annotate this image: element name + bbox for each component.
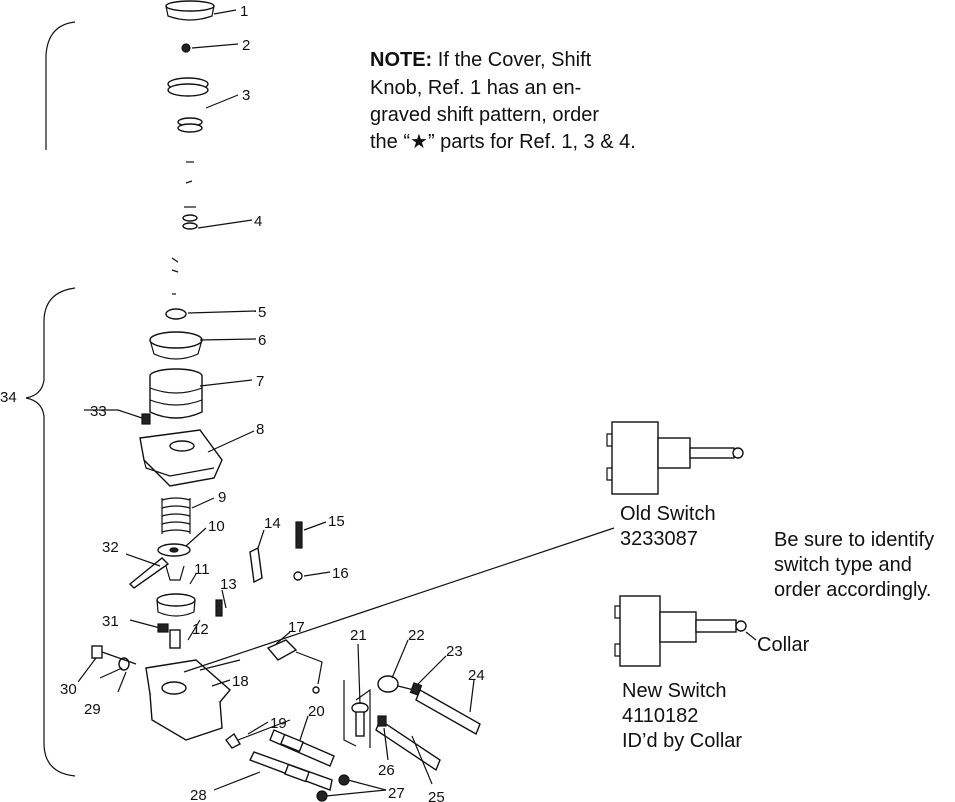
part-15-spring	[295, 521, 303, 549]
callout-2: 2	[242, 37, 250, 54]
callout-32: 32	[102, 539, 119, 556]
callout-20: 20	[308, 703, 325, 720]
callout-16: 16	[332, 565, 349, 582]
part-31-screw	[129, 619, 169, 633]
callout-22: 22	[408, 627, 425, 644]
old-switch-name: Old Switch	[620, 503, 716, 525]
top-bracket	[45, 21, 76, 150]
advice-line-3: order accordingly.	[774, 579, 931, 601]
callout-33: 33	[90, 403, 107, 420]
part-5-oring	[165, 293, 187, 320]
part-9-spring	[161, 497, 191, 534]
part-14-pin	[249, 546, 263, 584]
callout-26: 26	[378, 762, 395, 779]
callout-4: 4	[254, 213, 262, 230]
part-6-boot-ring	[149, 331, 203, 360]
part-10-spring-seat	[157, 543, 191, 557]
part-24-cable	[415, 688, 481, 736]
callout-8: 8	[256, 421, 264, 438]
part-28-cable	[249, 751, 333, 791]
new-switch-collar-id: ID’d by Collar	[622, 730, 742, 752]
part-26-nut	[377, 715, 387, 727]
part-21-stud	[343, 680, 371, 748]
callout-3: 3	[242, 87, 250, 104]
part-2-screw	[181, 43, 191, 53]
part-33-screw	[117, 409, 151, 425]
callout-7: 7	[256, 373, 264, 390]
part-16-ball	[293, 571, 303, 581]
note-line-1: NOTE: If the Cover, Shift	[370, 49, 592, 71]
callout-21: 21	[350, 627, 367, 644]
part-12-pin	[169, 629, 181, 649]
part-30-bolt	[91, 645, 137, 665]
callout-13: 13	[220, 576, 237, 593]
callout-10: 10	[208, 518, 225, 535]
note-line-2: Knob, Ref. 1 has an en-	[370, 77, 581, 99]
callout-23: 23	[446, 643, 463, 660]
part-4-shift-lever	[171, 161, 198, 273]
callout-30: 30	[60, 681, 77, 698]
callout-31: 31	[102, 613, 119, 630]
part-18-housing	[145, 619, 241, 741]
part-20-cable	[269, 729, 335, 767]
callout-29: 29	[84, 701, 101, 718]
part-25-cable-end	[375, 718, 441, 772]
old-switch-drawing	[606, 421, 744, 495]
part-22-ball-joint	[377, 675, 415, 693]
callout-27: 27	[388, 785, 405, 802]
old-switch-part-number: 3233087	[620, 528, 698, 550]
callout-9: 9	[218, 489, 226, 506]
callout-14: 14	[264, 515, 281, 532]
part-17-switch	[266, 639, 323, 694]
callout-6: 6	[258, 332, 266, 349]
callout-25: 25	[428, 789, 445, 802]
callout-15: 15	[328, 513, 345, 530]
advice-line-2: switch type and	[774, 554, 912, 576]
callout-19: 19	[270, 715, 287, 732]
new-switch-drawing	[614, 595, 757, 667]
collar-label: Collar	[757, 634, 810, 656]
new-switch-part-number: 4110182	[622, 705, 698, 727]
assembly-bracket	[25, 287, 76, 777]
leader-lines	[77, 9, 615, 797]
part-1-shift-knob-cover	[165, 0, 215, 21]
note-line-1-text: If the Cover, Shift	[432, 49, 591, 71]
callout-11: 11	[194, 561, 210, 578]
part-7-knob-body	[149, 368, 203, 419]
callout-28: 28	[190, 787, 207, 802]
callout-1: 1	[240, 3, 248, 20]
note-lead: NOTE:	[370, 49, 432, 71]
part-3-ring	[167, 77, 209, 133]
part-11-bushing	[156, 565, 196, 617]
callout-17: 17	[288, 619, 305, 636]
part-13-screw	[215, 599, 223, 617]
callout-24: 24	[468, 667, 485, 684]
callout-5: 5	[258, 304, 266, 321]
callout-34: 34	[0, 389, 17, 406]
part-8-plate	[139, 429, 223, 487]
note-line-3: graved shift pattern, order	[370, 104, 599, 126]
part-19-wire-clip	[225, 719, 291, 749]
callout-12: 12	[192, 621, 209, 638]
callout-18: 18	[232, 673, 249, 690]
note-line-4: the “★” parts for Ref. 1, 3 & 4.	[370, 131, 636, 153]
advice-line-1: Be sure to identify	[774, 529, 934, 551]
part-27-nuts	[316, 774, 350, 802]
new-switch-name: New Switch	[622, 680, 726, 702]
